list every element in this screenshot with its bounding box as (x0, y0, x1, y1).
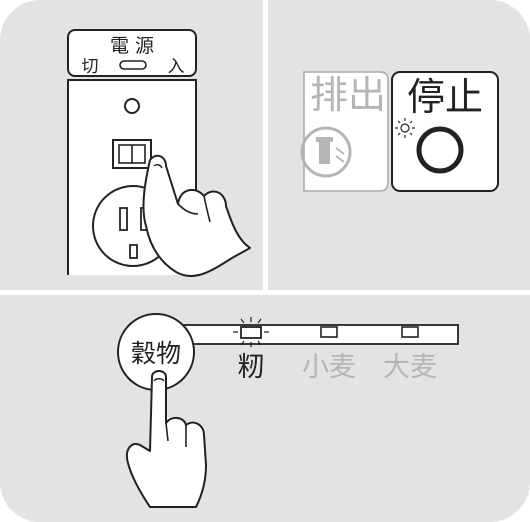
option-indicator (401, 326, 419, 338)
stop-button[interactable]: 停止 (391, 71, 499, 192)
power-switch-panel: 電 源 切 入 (0, 0, 263, 290)
discharge-icon (300, 126, 352, 178)
option-rice: 籾 (233, 317, 269, 383)
stop-label: 停止 (407, 75, 483, 119)
hand-pointer-icon (142, 154, 251, 277)
control-buttons-illustration: 排出 停止 (300, 71, 499, 192)
option-label-wheat: 小麦 (302, 352, 356, 383)
hand-pointer-icon (126, 370, 207, 508)
grain-selector-panel: 籾 小麦 大麦 穀物 (0, 295, 530, 522)
option-indicator (320, 326, 338, 338)
option-label-rice: 籾 (238, 352, 265, 383)
power-label-off: 切 (82, 57, 99, 77)
lit-indicator-icon (233, 317, 269, 347)
power-label-plate: 電 源 切 入 (67, 29, 197, 77)
discharge-button[interactable]: 排出 (300, 71, 389, 192)
option-indicator-lit (240, 326, 262, 339)
option-wheat: 小麦 (302, 326, 356, 383)
grain-button-label: 穀物 (131, 339, 181, 368)
power-switch[interactable] (112, 139, 152, 169)
screw-hole (124, 98, 140, 114)
control-buttons-panel: 排出 停止 (268, 0, 530, 290)
option-barley: 大麦 (383, 326, 437, 383)
indicator-light-icon (395, 118, 415, 138)
stop-circle-icon (416, 126, 464, 174)
power-switch-symbol (119, 60, 147, 70)
grain-selector-illustration: 籾 小麦 大麦 穀物 (117, 313, 459, 508)
discharge-label: 排出 (310, 73, 386, 117)
power-label-on: 入 (168, 57, 185, 77)
outlet-illustration: 電 源 切 入 (67, 29, 251, 277)
option-label-barley: 大麦 (383, 352, 437, 383)
power-label-title: 電 源 (110, 35, 154, 57)
